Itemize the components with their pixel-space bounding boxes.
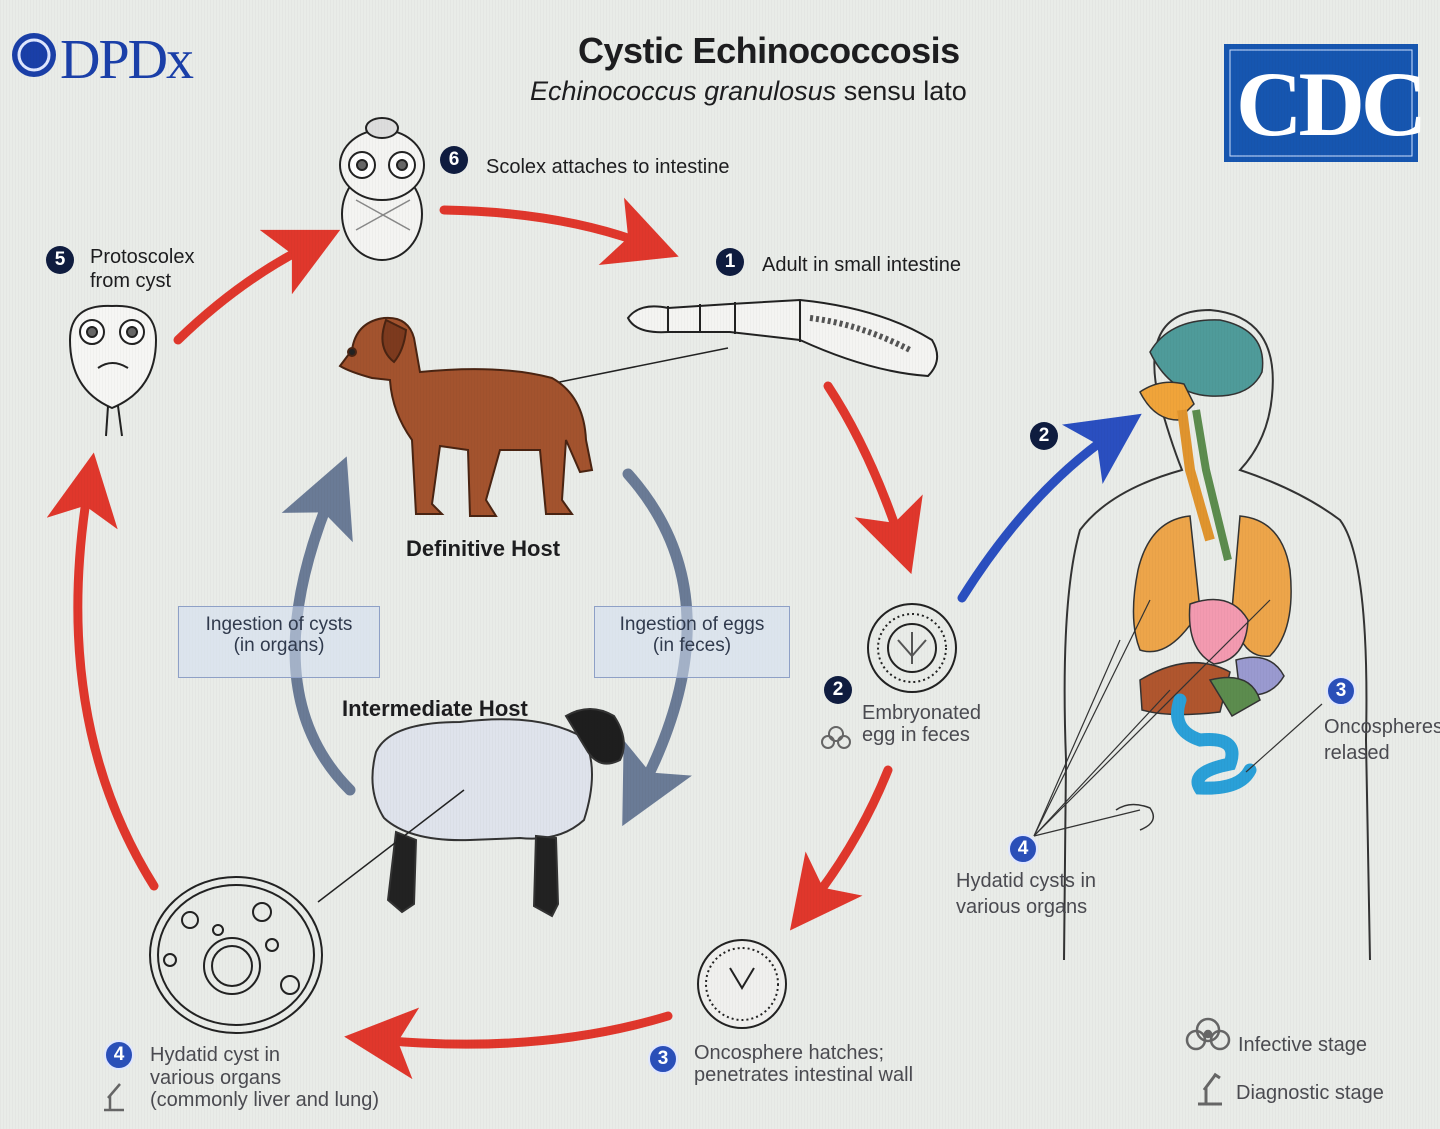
stage-3-number: 3	[648, 1044, 678, 1074]
arrow-2-to-3	[789, 765, 893, 931]
stage-5-label-1: Protoscolex	[90, 246, 195, 268]
protoscolex-illustration	[68, 304, 158, 437]
arrow-to-human	[957, 413, 1142, 603]
scolex-illustration	[339, 117, 425, 261]
stage-2-number: 2	[824, 676, 852, 704]
oncosphere-illustration	[697, 939, 787, 1029]
arrow-4-to-5	[46, 452, 159, 891]
microscope-icon-cyst	[104, 1083, 124, 1112]
stage-1-number: 1	[716, 248, 744, 276]
ingestion-cysts-line-2: (in organs)	[233, 634, 325, 656]
stage-4-label-3: (commonly liver and lung)	[150, 1089, 379, 1111]
cdc-logo	[1224, 44, 1418, 162]
arrow-5-to-6	[173, 229, 341, 345]
stage-6-number: 6	[440, 146, 468, 174]
definitive-host-label: Definitive Host	[406, 536, 561, 561]
human-stage-4-label-2: various organs	[956, 896, 1088, 918]
biohazard-icon	[1185, 1017, 1231, 1051]
ingestion-eggs-line-1: Ingestion of eggs	[619, 614, 765, 635]
adult-worm-illustration	[519, 298, 939, 391]
stage-2-label-2: egg in feces	[862, 724, 970, 746]
stage-5-label-2: from cyst	[90, 270, 172, 292]
ingestion-eggs-line-2: (in feces)	[652, 634, 732, 656]
sheep-illustration	[317, 708, 625, 918]
dpdx-logo: DPDx	[60, 29, 194, 91]
arrow-1-to-2	[823, 381, 923, 575]
page-title: Cystic Echinococcosis	[578, 30, 960, 71]
stage-1-label: Adult in small intestine	[762, 254, 961, 276]
microscope-icon	[1198, 1072, 1222, 1106]
stage-2-label-1: Embryonated	[862, 702, 981, 724]
human-stage-2-number: 2	[1030, 422, 1058, 450]
cdc-logo-text: CDC	[1236, 53, 1427, 155]
cycle-arrows-red	[46, 197, 923, 1080]
stage-4-number: 4	[104, 1040, 134, 1070]
dog-illustration	[338, 316, 594, 517]
stage-4-label-1: Hydatid cyst in	[150, 1044, 281, 1066]
human-stage-4-label-1: Hydatid cysts in	[956, 870, 1097, 892]
human-stage-4-number: 4	[1008, 834, 1038, 864]
legend-diagnostic-label: Diagnostic stage	[1236, 1082, 1384, 1104]
legend-infective-label: Infective stage	[1238, 1034, 1367, 1056]
egg-illustration	[867, 603, 957, 693]
species-name: Echinococcus granulosus	[530, 76, 837, 106]
arrow-3-to-4	[344, 1007, 673, 1080]
species-qualifier: sensu lato	[836, 76, 967, 106]
human-stage-3-label-1: Oncospheres	[1324, 716, 1440, 738]
stage-4-label-2: various organs	[150, 1067, 282, 1089]
human-stage-3-label-2: relased	[1324, 742, 1390, 764]
biohazard-icon-egg	[821, 726, 851, 749]
page-subtitle: Echinococcus granulosus sensu lato	[530, 76, 967, 107]
stage-3-label-2: penetrates intestinal wall	[694, 1064, 914, 1086]
stage-6-label: Scolex attaches to intestine	[486, 156, 730, 178]
ingestion-cysts-line-1: Ingestion of cysts	[205, 614, 353, 635]
hydatid-cyst-illustration	[149, 876, 323, 1034]
stage-3-label-1: Oncosphere hatches;	[694, 1042, 885, 1064]
intermediate-host-label: Intermediate Host	[342, 696, 528, 721]
stage-5-number: 5	[46, 246, 74, 274]
human-stage-3-number: 3	[1326, 676, 1356, 706]
ingestion-cysts-box: Ingestion of cysts (in organs)	[178, 606, 380, 678]
ingestion-eggs-box: Ingestion of eggs (in feces)	[594, 606, 790, 678]
dpdx-logo-mark	[12, 33, 56, 77]
arrow-6-to-1	[439, 197, 679, 266]
human-illustration	[1033, 308, 1371, 961]
